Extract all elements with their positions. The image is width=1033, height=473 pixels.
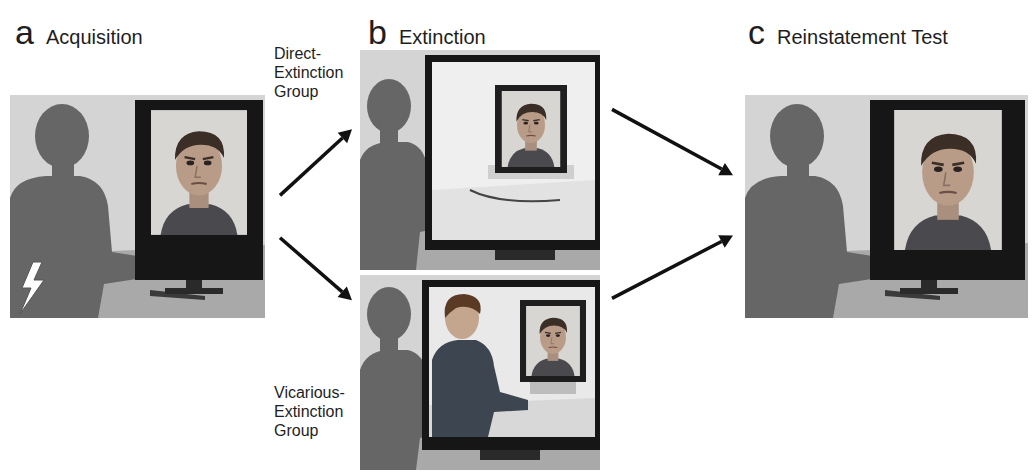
panel-letter: b	[368, 15, 387, 49]
panel-title: Acquisition	[46, 27, 143, 47]
panel-direct-extinction: bExtinctionDirect-Extinction Group	[360, 50, 600, 270]
arrow-shaft	[280, 238, 342, 292]
group-label: Direct-Extinction Group	[274, 44, 358, 102]
panel-reinstatement-test: cReinstatement Test	[745, 95, 1030, 318]
arrow-head	[718, 235, 733, 247]
arrow-head	[338, 287, 352, 301]
arrow-head	[338, 129, 352, 143]
group-label: Vicarious-Extinction Group	[274, 383, 358, 441]
arrow-shaft	[612, 241, 721, 298]
arrow-shaft	[280, 138, 342, 195]
panel-acquisition: aAcquisition	[10, 95, 265, 318]
panel-letter: a	[15, 15, 34, 49]
panel-heading: b Extinction	[368, 15, 486, 49]
flow-arrow	[612, 235, 733, 298]
flow-arrow	[612, 109, 733, 175]
panel-title: Reinstatement Test	[777, 27, 948, 47]
panel-heading: a Acquisition	[15, 15, 143, 49]
panel-letter: c	[748, 15, 765, 49]
flow-arrow	[280, 129, 352, 195]
flow-arrow	[280, 238, 352, 301]
arrow-head	[718, 163, 733, 175]
arrow-shaft	[612, 109, 722, 169]
panel-title: Extinction	[399, 27, 486, 47]
panel-heading: c Reinstatement Test	[748, 15, 948, 49]
panel-vicarious-extinction: Vicarious-Extinction Group	[360, 275, 600, 470]
